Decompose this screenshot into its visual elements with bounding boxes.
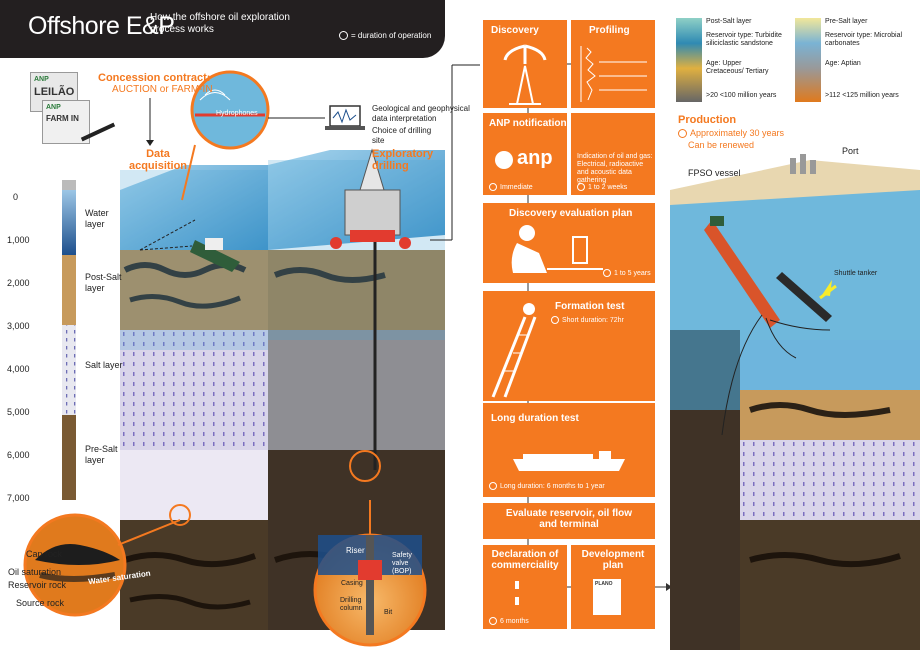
production-line1: Approximately 30 years [678, 128, 784, 139]
hydrophones-label: Hydrophones [216, 110, 258, 117]
concession-title: Concession contract: [98, 72, 211, 84]
duration-legend: = duration of operation [339, 31, 431, 41]
column-salt [62, 325, 76, 415]
profiling-log-icon [580, 46, 647, 102]
depth-tick: 7,000 [7, 493, 30, 503]
clock-icon [577, 183, 585, 191]
header-bar [0, 0, 445, 58]
column-presalt [62, 415, 76, 500]
presalt-layer-icon [795, 18, 821, 102]
clock-icon [339, 31, 348, 41]
data-acquisition-label: Data acquisition [128, 148, 188, 172]
discovery-box: Discovery [483, 20, 567, 108]
reservoir-rock-label: Reservoir rock [8, 580, 67, 590]
casing-label: Casing [341, 580, 363, 587]
profiling-box: Profiling [571, 20, 655, 108]
exploratory-drilling-label: Exploratory drilling [372, 148, 434, 172]
post-age: Age: Upper Cretaceous/ Tertiary [706, 60, 769, 75]
column-water [62, 190, 76, 255]
depth-tick: 6,000 [7, 450, 30, 460]
profiling-desc-box: Indication of oil and gas: Electrical, r… [571, 113, 655, 195]
depth-tick: 1,000 [7, 235, 30, 245]
depth-tick: 2,000 [7, 278, 30, 288]
tanker-ship-icon [513, 451, 625, 471]
drilling-column-label: Drilling column [340, 597, 363, 612]
development-box: Development plan PLANO [571, 545, 655, 629]
column-top [62, 180, 76, 190]
oil-saturation-label: Oil saturation [8, 567, 62, 577]
anp-logo-text: anp [517, 147, 553, 169]
shuttle-label: Shuttle tanker [834, 270, 878, 277]
person-computer-icon [511, 225, 603, 273]
choice-site-label: Choice of drilling site [372, 126, 432, 145]
survey-ship [190, 238, 240, 272]
block1-salt [120, 330, 268, 450]
evaluate-box: Evaluate reservoir, oil flow and termina… [483, 503, 655, 539]
formation-test-box: Formation test Short duration: 72hr [483, 291, 655, 401]
production-sea [670, 190, 920, 340]
layer-label-presalt: Pre-Salt layer [85, 444, 118, 465]
post-years: >20 <100 million years [706, 92, 777, 99]
bit-label: Bit [384, 609, 393, 616]
rock-magnifier [23, 513, 127, 617]
declaration-box: Declaration of commerciality 6 months [483, 545, 567, 629]
layer-label-salt: Salt layer [85, 360, 123, 370]
concession-sub: AUCTION or FARM-IN [112, 84, 213, 95]
clock-icon [603, 269, 611, 277]
fpso-label: FPSO vessel [688, 168, 741, 178]
clock-icon [551, 316, 559, 324]
anp-notification-box: ANP notification anp Immediate [483, 113, 567, 195]
block2-postsalt [268, 250, 445, 330]
right-illustration [670, 154, 920, 650]
laptop-icon [325, 105, 365, 130]
flare-tower-icon [491, 303, 537, 398]
depth-tick: 4,000 [7, 364, 30, 374]
depth-tick: 3,000 [7, 321, 30, 331]
page-subtitle: How the offshore oil exploration process… [150, 12, 290, 35]
safety-valve-label: Safety valve (BOP) [392, 552, 412, 575]
shuttle-tanker [776, 272, 832, 322]
layer-label-water: Water layer [85, 208, 109, 229]
block1-presalt [120, 520, 268, 630]
port-label: Port [842, 146, 859, 156]
pre-title: Pre-Salt layer [825, 18, 868, 25]
page-title: Offshore E&P [28, 12, 175, 40]
post-title: Post-Salt layer [706, 18, 752, 25]
anp-logo-icon [495, 151, 513, 169]
postsalt-layer-icon [676, 18, 702, 102]
column-postsalt [62, 255, 76, 325]
layer-label-postsalt: Post-Salt layer [85, 272, 122, 293]
pre-years: >112 <125 million years [825, 92, 899, 99]
production-line2: Can be renewed [688, 140, 755, 150]
cap-rock-label: Cap rock [26, 549, 63, 559]
production-title: Production [678, 114, 737, 126]
oil-stack-icon [515, 581, 539, 605]
geo-interp-label: Geological and geophysical data interpre… [372, 104, 470, 123]
pre-age: Age: Aptian [825, 60, 861, 67]
clock-icon [489, 617, 497, 625]
clock-icon [678, 129, 687, 139]
depth-tick: 5,000 [7, 407, 30, 417]
fpso-ship [704, 220, 780, 328]
eval-plan-box: Discovery evaluation plan 1 to 5 years [483, 203, 655, 283]
long-test-box: Long duration test Long duration: 6 mont… [483, 403, 655, 497]
clock-icon [489, 183, 497, 191]
depth-tick: 0 [13, 192, 19, 202]
post-res: Reservoir type: Turbidite siliciclastic … [706, 32, 782, 47]
riser-label: Riser [346, 546, 365, 555]
flow-arrows [527, 63, 672, 591]
drilling-rig [330, 148, 411, 249]
left-illustration [23, 64, 480, 647]
pre-res: Reservoir type: Microbial carbonates [825, 32, 903, 47]
block2-salt [268, 330, 445, 450]
plan-document-icon: PLANO [593, 579, 621, 615]
source-rock-label: Source rock [16, 598, 65, 608]
discovery-derrick-icon [503, 44, 547, 105]
clock-icon [489, 482, 497, 490]
block1-sea-surface [120, 165, 268, 250]
